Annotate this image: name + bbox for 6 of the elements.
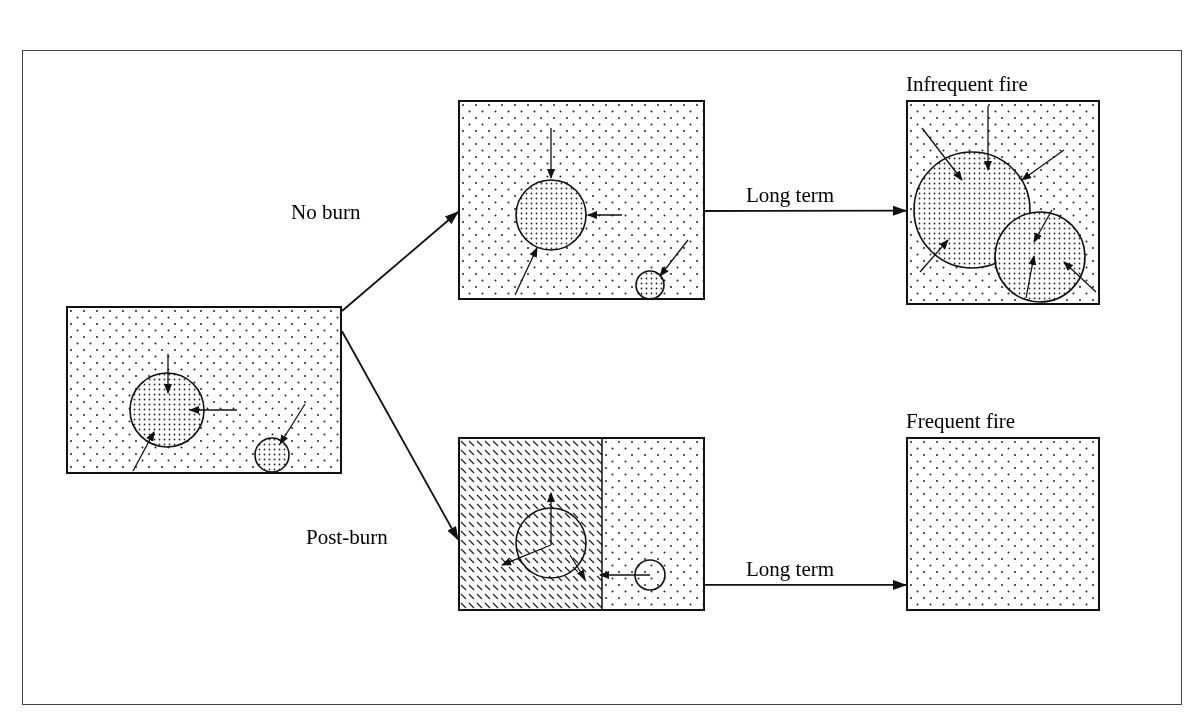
arrow xyxy=(704,205,907,216)
arrow xyxy=(341,330,459,541)
panel-heading: Frequent fire xyxy=(906,411,1016,432)
arrow xyxy=(704,579,907,590)
arrow xyxy=(341,211,459,312)
panel-heading: Infrequent fire xyxy=(906,74,1028,95)
